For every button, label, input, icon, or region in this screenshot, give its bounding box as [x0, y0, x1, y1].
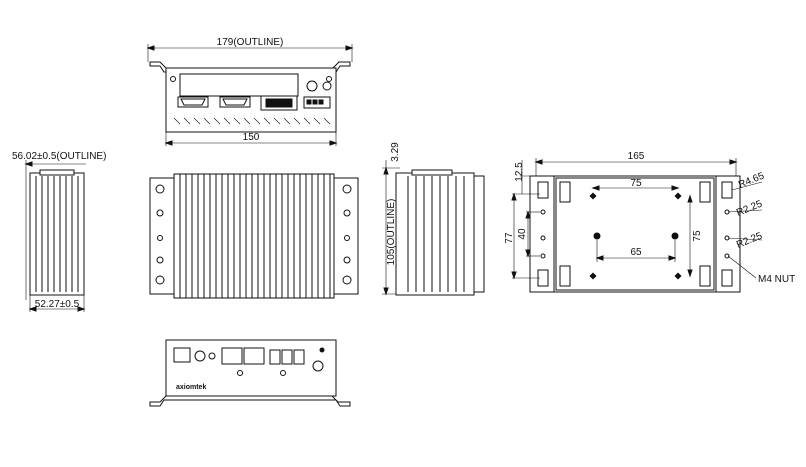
left-offset-label: 12.5 [514, 162, 525, 182]
top-view: 179(OUTLINE) [146, 37, 354, 146]
heatsink-body [173, 173, 335, 299]
top-offset-label: 3.29 [390, 142, 401, 162]
power-button-icon [194, 350, 206, 362]
side-view-body [395, 172, 475, 296]
outline-height-label: 105(OUTLINE) [386, 199, 397, 266]
side-view: 3.29 105(OUTLINE) [382, 142, 485, 296]
dvi-port [260, 95, 298, 111]
outline-width-label: 179(OUTLINE) [217, 37, 284, 48]
usb-ports [269, 349, 305, 365]
left-view-body [29, 172, 85, 296]
body-width-label: 150 [243, 132, 260, 143]
vertical-inner-label: 75 [692, 230, 703, 242]
lan-port-2 [243, 347, 265, 365]
hole-spacing-inner-label: 65 [630, 247, 642, 258]
antenna-icon [312, 360, 324, 372]
power-terminal [303, 96, 331, 109]
lan-port-1 [221, 347, 243, 365]
left-inner-label: 40 [517, 228, 528, 240]
radius-large-label: R4.65 [737, 170, 766, 190]
heatsink-fins [179, 174, 331, 298]
front-view: axiomtek [149, 339, 351, 407]
serial-port-2 [219, 96, 251, 108]
serial-port-1 [177, 96, 209, 108]
brand-logo: axiomtek [176, 384, 206, 391]
heatsink-view [149, 173, 359, 299]
left-height-label: 77 [504, 232, 515, 244]
overall-width-label: 165 [628, 151, 645, 162]
hole-spacing-top-label: 75 [630, 178, 642, 189]
power-jack [173, 347, 191, 363]
left-view: 56.02±0.5(OUTLINE) 52.27±0.5 [12, 151, 106, 312]
expansion-bracket [179, 73, 299, 97]
outline-depth-label: 56.02±0.5(OUTLINE) [12, 151, 106, 162]
nut-label: M4 NUT [758, 274, 795, 285]
body-depth-label: 52.27±0.5 [35, 299, 80, 310]
bottom-view: 165 75 [504, 151, 795, 293]
